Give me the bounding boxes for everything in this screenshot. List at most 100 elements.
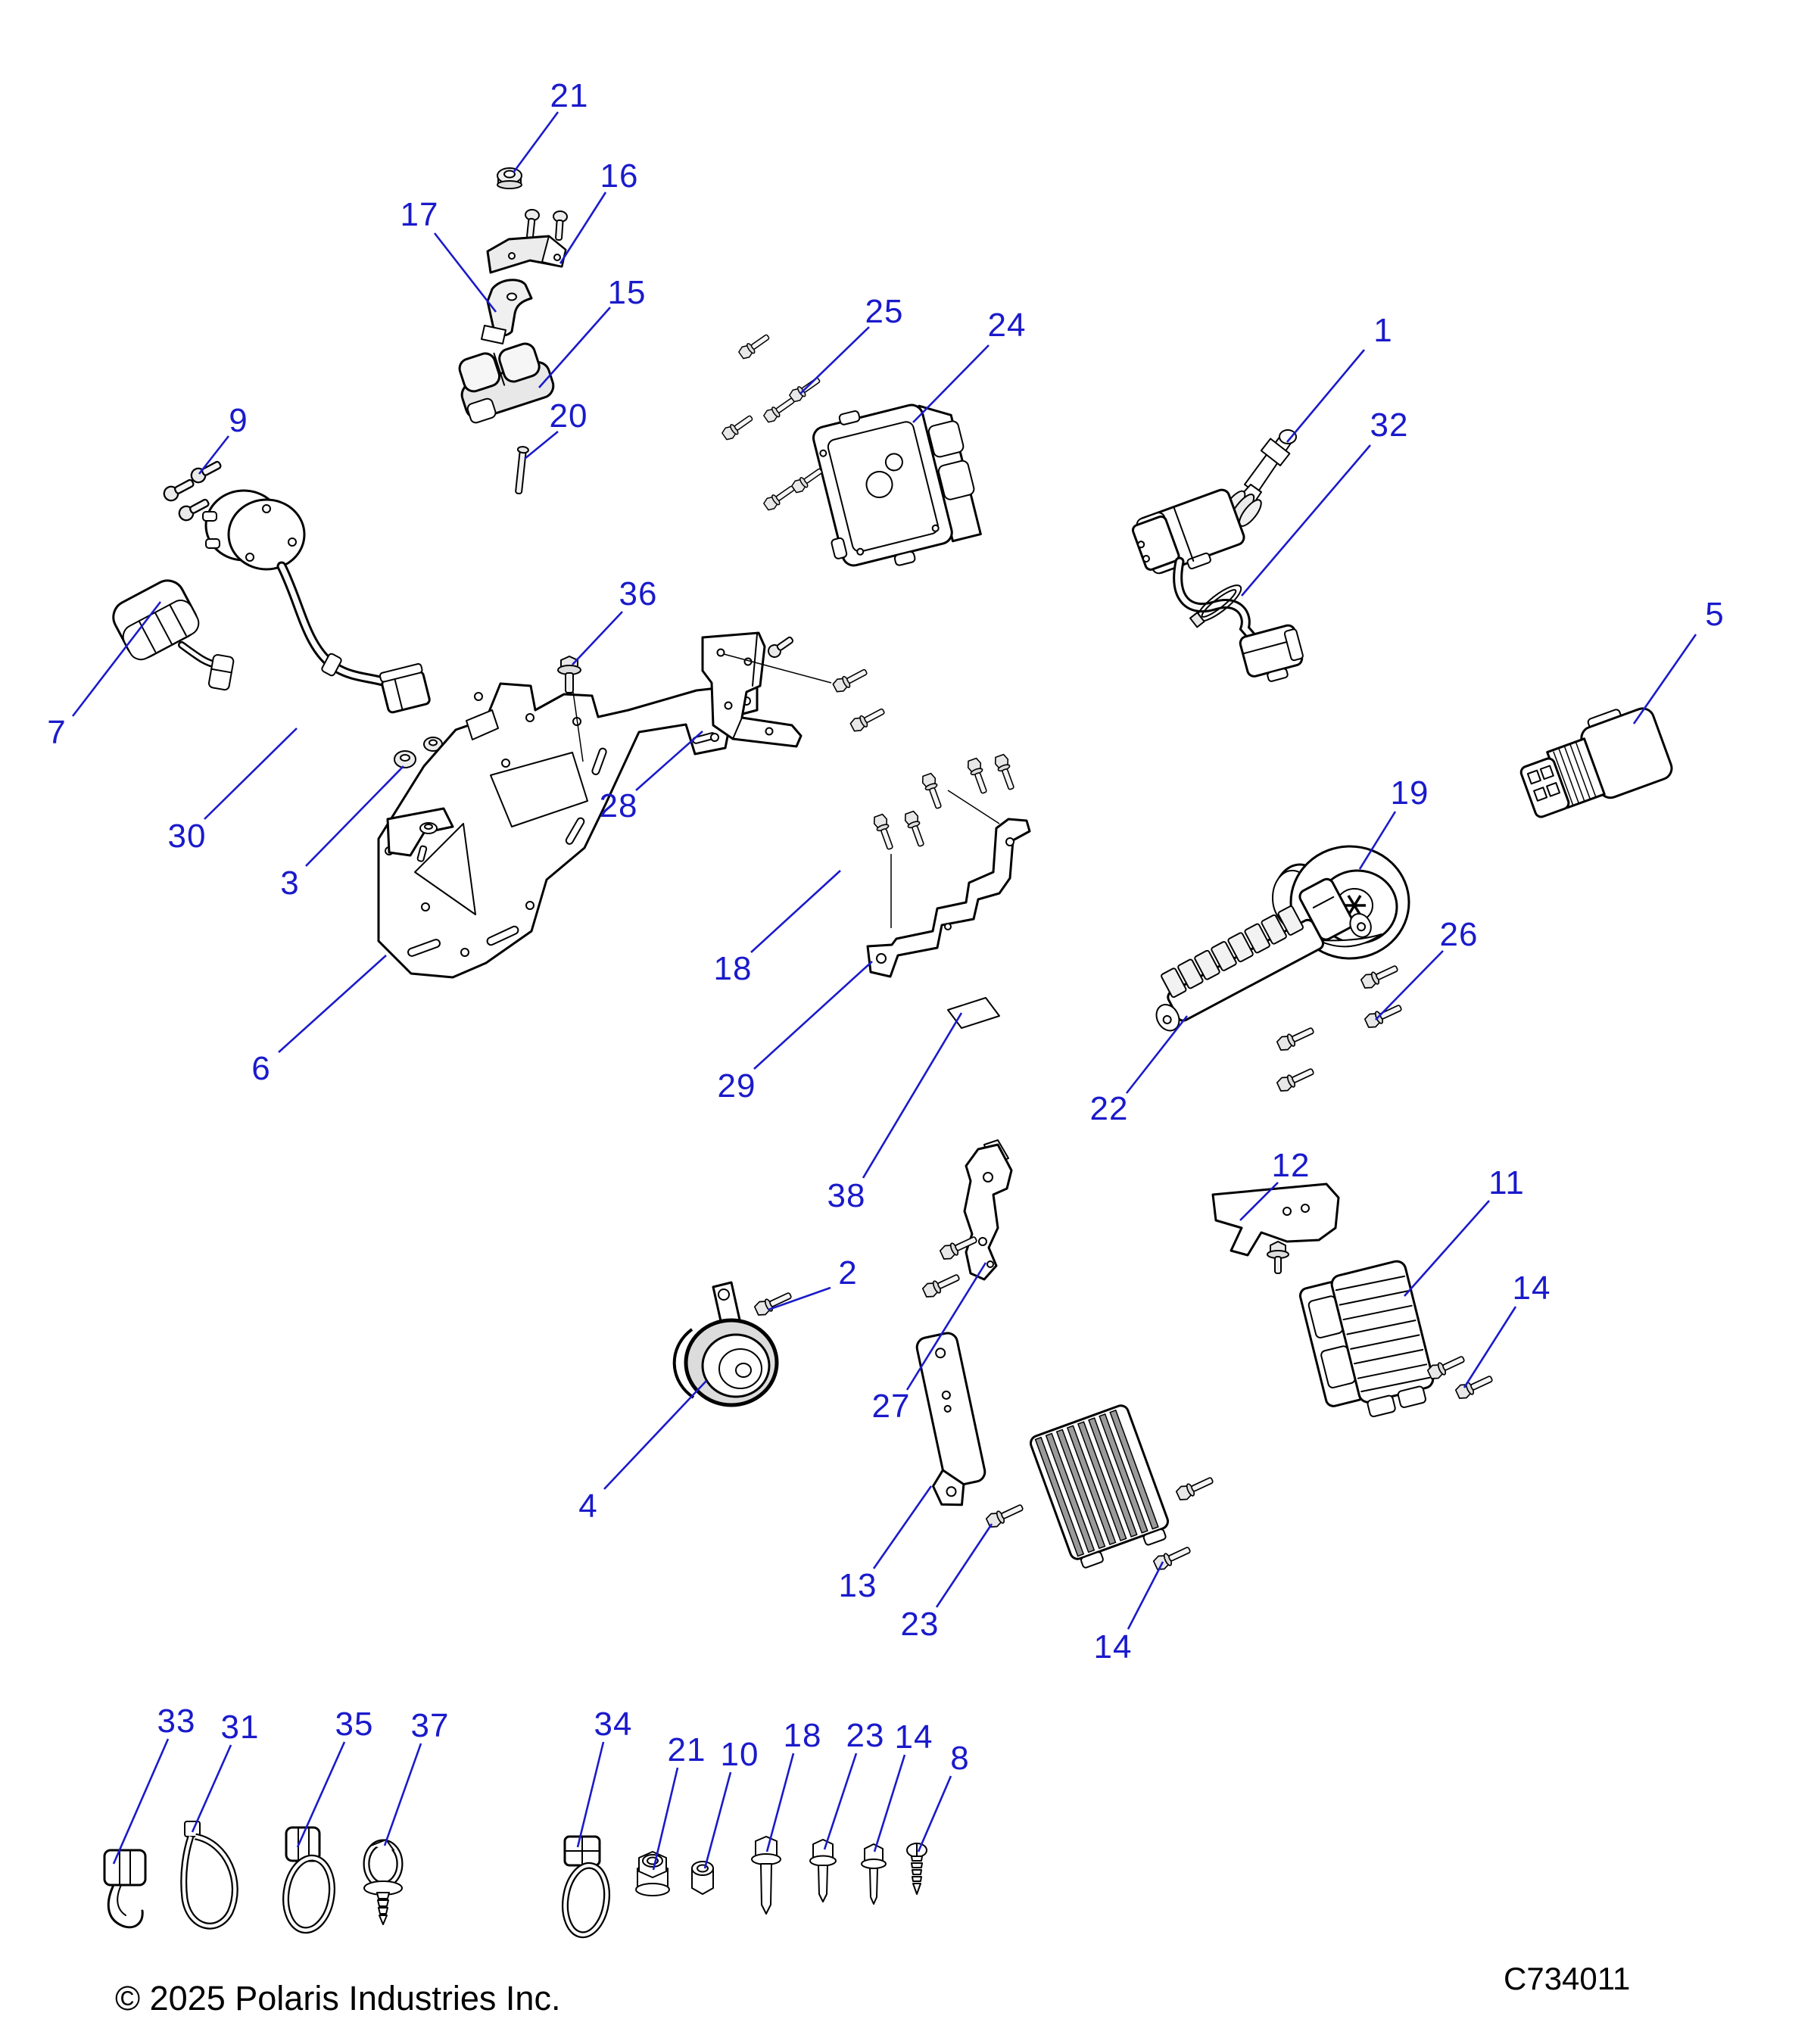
leader-line-23-30 <box>935 1523 993 1608</box>
leader-line-38-22 <box>862 1012 963 1179</box>
part-37-stud-mount-tie <box>363 1839 404 1925</box>
leader-line-11-24 <box>1404 1200 1490 1297</box>
part-8-tapping-screw <box>906 1843 927 1895</box>
callout-label-15-6: 15 <box>607 274 647 311</box>
leader-line-35-34 <box>296 1741 346 1848</box>
part-21-flange-nut <box>497 167 522 189</box>
part-17-latch <box>481 279 533 344</box>
callout-label-23-30: 23 <box>900 1606 940 1643</box>
part-29-support-bracket <box>866 790 1031 978</box>
callout-label-6-15: 6 <box>251 1050 271 1087</box>
leader-line-18-39 <box>765 1753 795 1852</box>
leader-line-4-28 <box>603 1380 707 1490</box>
part-18-screw-a <box>831 665 870 695</box>
part-26-screws <box>1275 961 1404 1094</box>
callout-label-33-32: 33 <box>157 1703 196 1740</box>
part-21-flange-nut-row <box>635 1851 670 1896</box>
part-10-lock-nut <box>691 1861 714 1895</box>
part-27-bracket <box>963 1139 1013 1281</box>
part-30-gauge-harness <box>202 489 431 714</box>
callout-label-31-33: 31 <box>220 1709 260 1746</box>
part-14-screw <box>1152 1542 1193 1572</box>
drawing-code: C734011 <box>1504 1961 1631 1996</box>
callout-label-21-3: 21 <box>550 77 589 114</box>
part-11-voltage-regulator <box>1298 1260 1435 1418</box>
part-35-clip-cable-tie <box>282 1826 335 1934</box>
callout-label-14-41: 14 <box>894 1718 933 1756</box>
callout-label-11-24: 11 <box>1488 1164 1525 1201</box>
leader-line-14-31 <box>1127 1561 1164 1630</box>
leader-line-20-7 <box>524 430 559 460</box>
callout-label-17-5: 17 <box>400 196 439 233</box>
part-33-harness-clip <box>103 1849 147 1929</box>
part-14-screw <box>1174 1472 1216 1503</box>
part-1-turn-signal-switch <box>1131 429 1304 682</box>
callout-label-8-42: 8 <box>950 1740 970 1777</box>
part-4-horn <box>672 1281 779 1407</box>
callout-label-21-37: 21 <box>667 1731 706 1768</box>
part-14-screws-right <box>1426 1351 1495 1401</box>
leader-line-12-23 <box>1239 1182 1279 1221</box>
part-24-ecu-module <box>812 404 982 567</box>
part-16-bracket <box>486 235 567 274</box>
callout-label-36-11: 36 <box>619 575 658 612</box>
part-12-bracket <box>1211 1182 1340 1274</box>
leader-line-34-36 <box>576 1741 605 1848</box>
part-20-pin <box>515 446 529 494</box>
leader-line-32-1 <box>1241 444 1371 597</box>
leader-line-25-8 <box>799 326 870 394</box>
callout-label-20-7: 20 <box>549 397 588 435</box>
callout-label-4-28: 4 <box>578 1488 598 1525</box>
callout-label-19-19: 19 <box>1390 774 1429 812</box>
leader-line-21-3 <box>512 111 559 173</box>
copyright-text: © 2025 Polaris Industries Inc. <box>115 1979 561 2018</box>
callout-label-7-12: 7 <box>47 714 67 751</box>
leader-line-24-9 <box>912 344 990 423</box>
part-screw <box>921 1270 962 1300</box>
callout-label-16-4: 16 <box>600 157 639 195</box>
part-34-connector-cable-tie <box>562 1835 610 1939</box>
leader-line-7-12 <box>71 601 162 717</box>
part-3-grommets <box>394 737 443 768</box>
leader-line-33-32 <box>112 1738 170 1865</box>
leader-line-29-18 <box>753 961 873 1070</box>
callout-label-10-38: 10 <box>720 1736 759 1773</box>
leader-line-36-11 <box>572 611 623 665</box>
part-5-connector <box>1519 707 1673 818</box>
leader-line-31-33 <box>191 1744 232 1833</box>
callout-label-29-18: 29 <box>717 1067 756 1105</box>
callout-label-5-2: 5 <box>1705 596 1725 633</box>
part-13-strap-bracket <box>915 1332 986 1507</box>
callout-label-14-26: 14 <box>1512 1270 1551 1307</box>
leader-line-17-5 <box>433 232 497 313</box>
callout-label-22-21: 22 <box>1089 1090 1129 1127</box>
leader-line-2-25 <box>768 1286 831 1311</box>
callout-label-38-22: 38 <box>827 1177 866 1214</box>
leader-line-30-13 <box>204 728 298 820</box>
leader-line-3-14 <box>305 765 404 867</box>
callout-label-27-27: 27 <box>871 1388 911 1425</box>
leader-line-8-42 <box>917 1775 952 1852</box>
callout-label-34-36: 34 <box>594 1706 633 1743</box>
part-25-screws <box>720 330 825 661</box>
callout-label-28-16: 28 <box>599 787 638 824</box>
leader-line-14-41 <box>873 1754 906 1852</box>
leader-line-10-38 <box>703 1771 732 1869</box>
callout-label-1-0: 1 <box>1373 312 1393 349</box>
leader-line-18-17 <box>750 870 841 953</box>
part-28-l-bracket <box>701 631 832 748</box>
callout-label-18-17: 18 <box>713 950 753 987</box>
leader-line-6-15 <box>278 955 387 1053</box>
part-heatsink-regulator <box>1030 1404 1169 1569</box>
callout-label-23-40: 23 <box>846 1717 885 1754</box>
part-screw <box>849 704 887 734</box>
leader-line-28-16 <box>635 731 703 791</box>
leader-line-13-29 <box>872 1485 933 1569</box>
leader-line-1-0 <box>1286 349 1365 443</box>
callout-label-25-8: 25 <box>865 293 904 330</box>
leader-line-23-40 <box>823 1753 858 1850</box>
leader-line-27-27 <box>905 1262 987 1391</box>
callout-label-30-13: 30 <box>167 818 207 855</box>
